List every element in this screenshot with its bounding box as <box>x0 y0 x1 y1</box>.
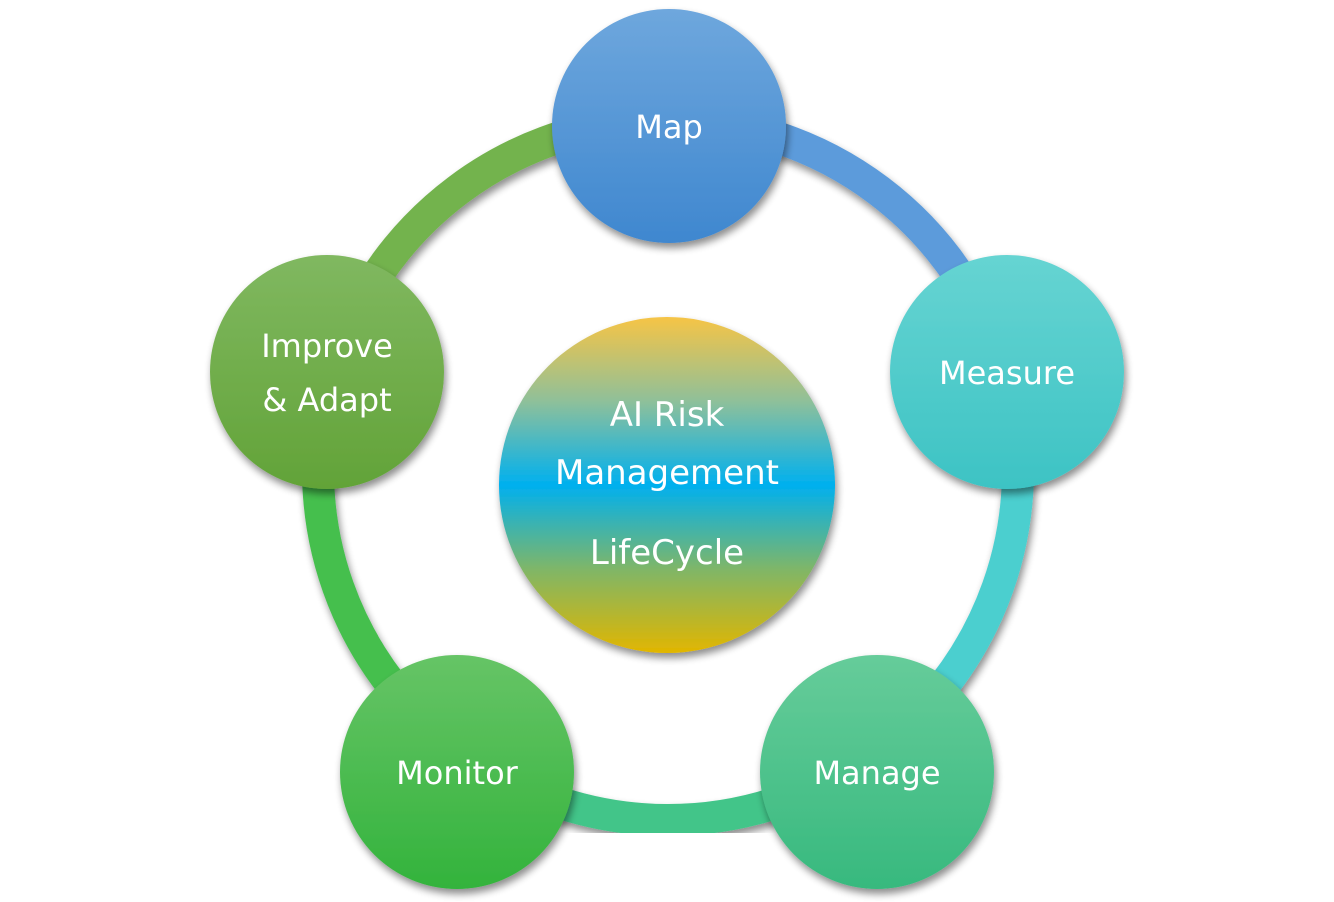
stage-node-map: Map <box>552 9 786 243</box>
stage-node-improve-adapt: Improve & Adapt <box>210 255 444 489</box>
stage-label-measure: Measure <box>939 354 1075 392</box>
stage-circle-measure <box>890 255 1124 489</box>
stage-label-improve-adapt-line-1: Improve <box>261 327 393 365</box>
stage-node-measure: Measure <box>890 255 1124 489</box>
stage-circle-improve-adapt <box>210 255 444 489</box>
stage-label-manage: Manage <box>813 754 940 792</box>
stage-label-map: Map <box>635 108 703 146</box>
stage-label-improve-adapt-line-2: & Adapt <box>262 381 391 419</box>
stage-label-monitor: Monitor <box>396 754 518 792</box>
center-title-line-3: LifeCycle <box>590 533 744 573</box>
stage-circle-monitor <box>340 655 574 889</box>
stage-node-monitor: Monitor <box>340 655 574 889</box>
center-node: AI Risk Management LifeCycle <box>499 317 835 653</box>
stage-circle-manage <box>760 655 994 889</box>
stage-circle-map <box>552 9 786 243</box>
center-circle <box>499 317 835 653</box>
center-title-line-1: AI Risk <box>610 395 725 435</box>
center-title-line-2: Management <box>555 453 779 493</box>
stage-node-manage: Manage <box>760 655 994 889</box>
